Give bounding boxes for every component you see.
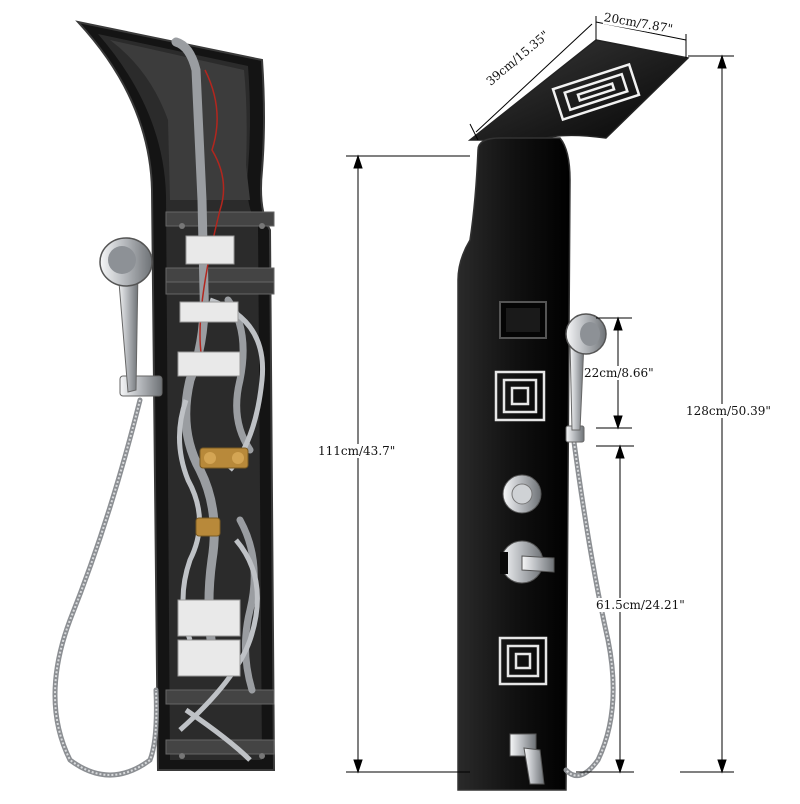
cross-bar: [165, 281, 275, 295]
shower-hose: [52, 397, 159, 778]
grey-pipe: [171, 37, 219, 665]
overall-height-label: 128cm/50.39": [686, 404, 771, 418]
mixer-lever: [521, 555, 555, 573]
brass-valve: [195, 517, 221, 537]
body-jet-upper: [494, 370, 546, 422]
junction-box: [179, 301, 239, 323]
front-view-panel: [457, 39, 690, 791]
left-hand-shower: [52, 237, 163, 778]
tub-spout: [523, 747, 545, 785]
shower-hose: [565, 441, 615, 777]
junction-box: [177, 351, 241, 377]
hand-shower-holder: [119, 375, 163, 397]
grey-pipe: [236, 516, 258, 694]
rain-shower-head: [467, 39, 690, 141]
hand-shower-handle: [569, 341, 585, 431]
right-hand-shower: [563, 313, 616, 779]
hand-shower-handle: [117, 269, 139, 393]
junction-box: [177, 599, 241, 637]
rain-head-pattern: [551, 62, 641, 122]
shower-hose: [54, 399, 158, 776]
outlet-height-label: 61.5cm/24.21": [596, 598, 685, 612]
red-wire: [199, 69, 225, 371]
braided-hose: [184, 707, 252, 762]
cross-bar: [165, 267, 275, 283]
back-view-panel: [75, 20, 276, 771]
braided-hose: [178, 538, 260, 732]
junction-box: [185, 235, 235, 265]
junction-box: [177, 639, 241, 677]
body-jet-lower: [498, 636, 548, 686]
panel-column: [457, 137, 571, 791]
panel-height-label: 111cm/43.7": [318, 444, 396, 458]
cross-bar: [165, 739, 275, 755]
handheld-height-label: 22cm/8.66": [584, 366, 654, 380]
